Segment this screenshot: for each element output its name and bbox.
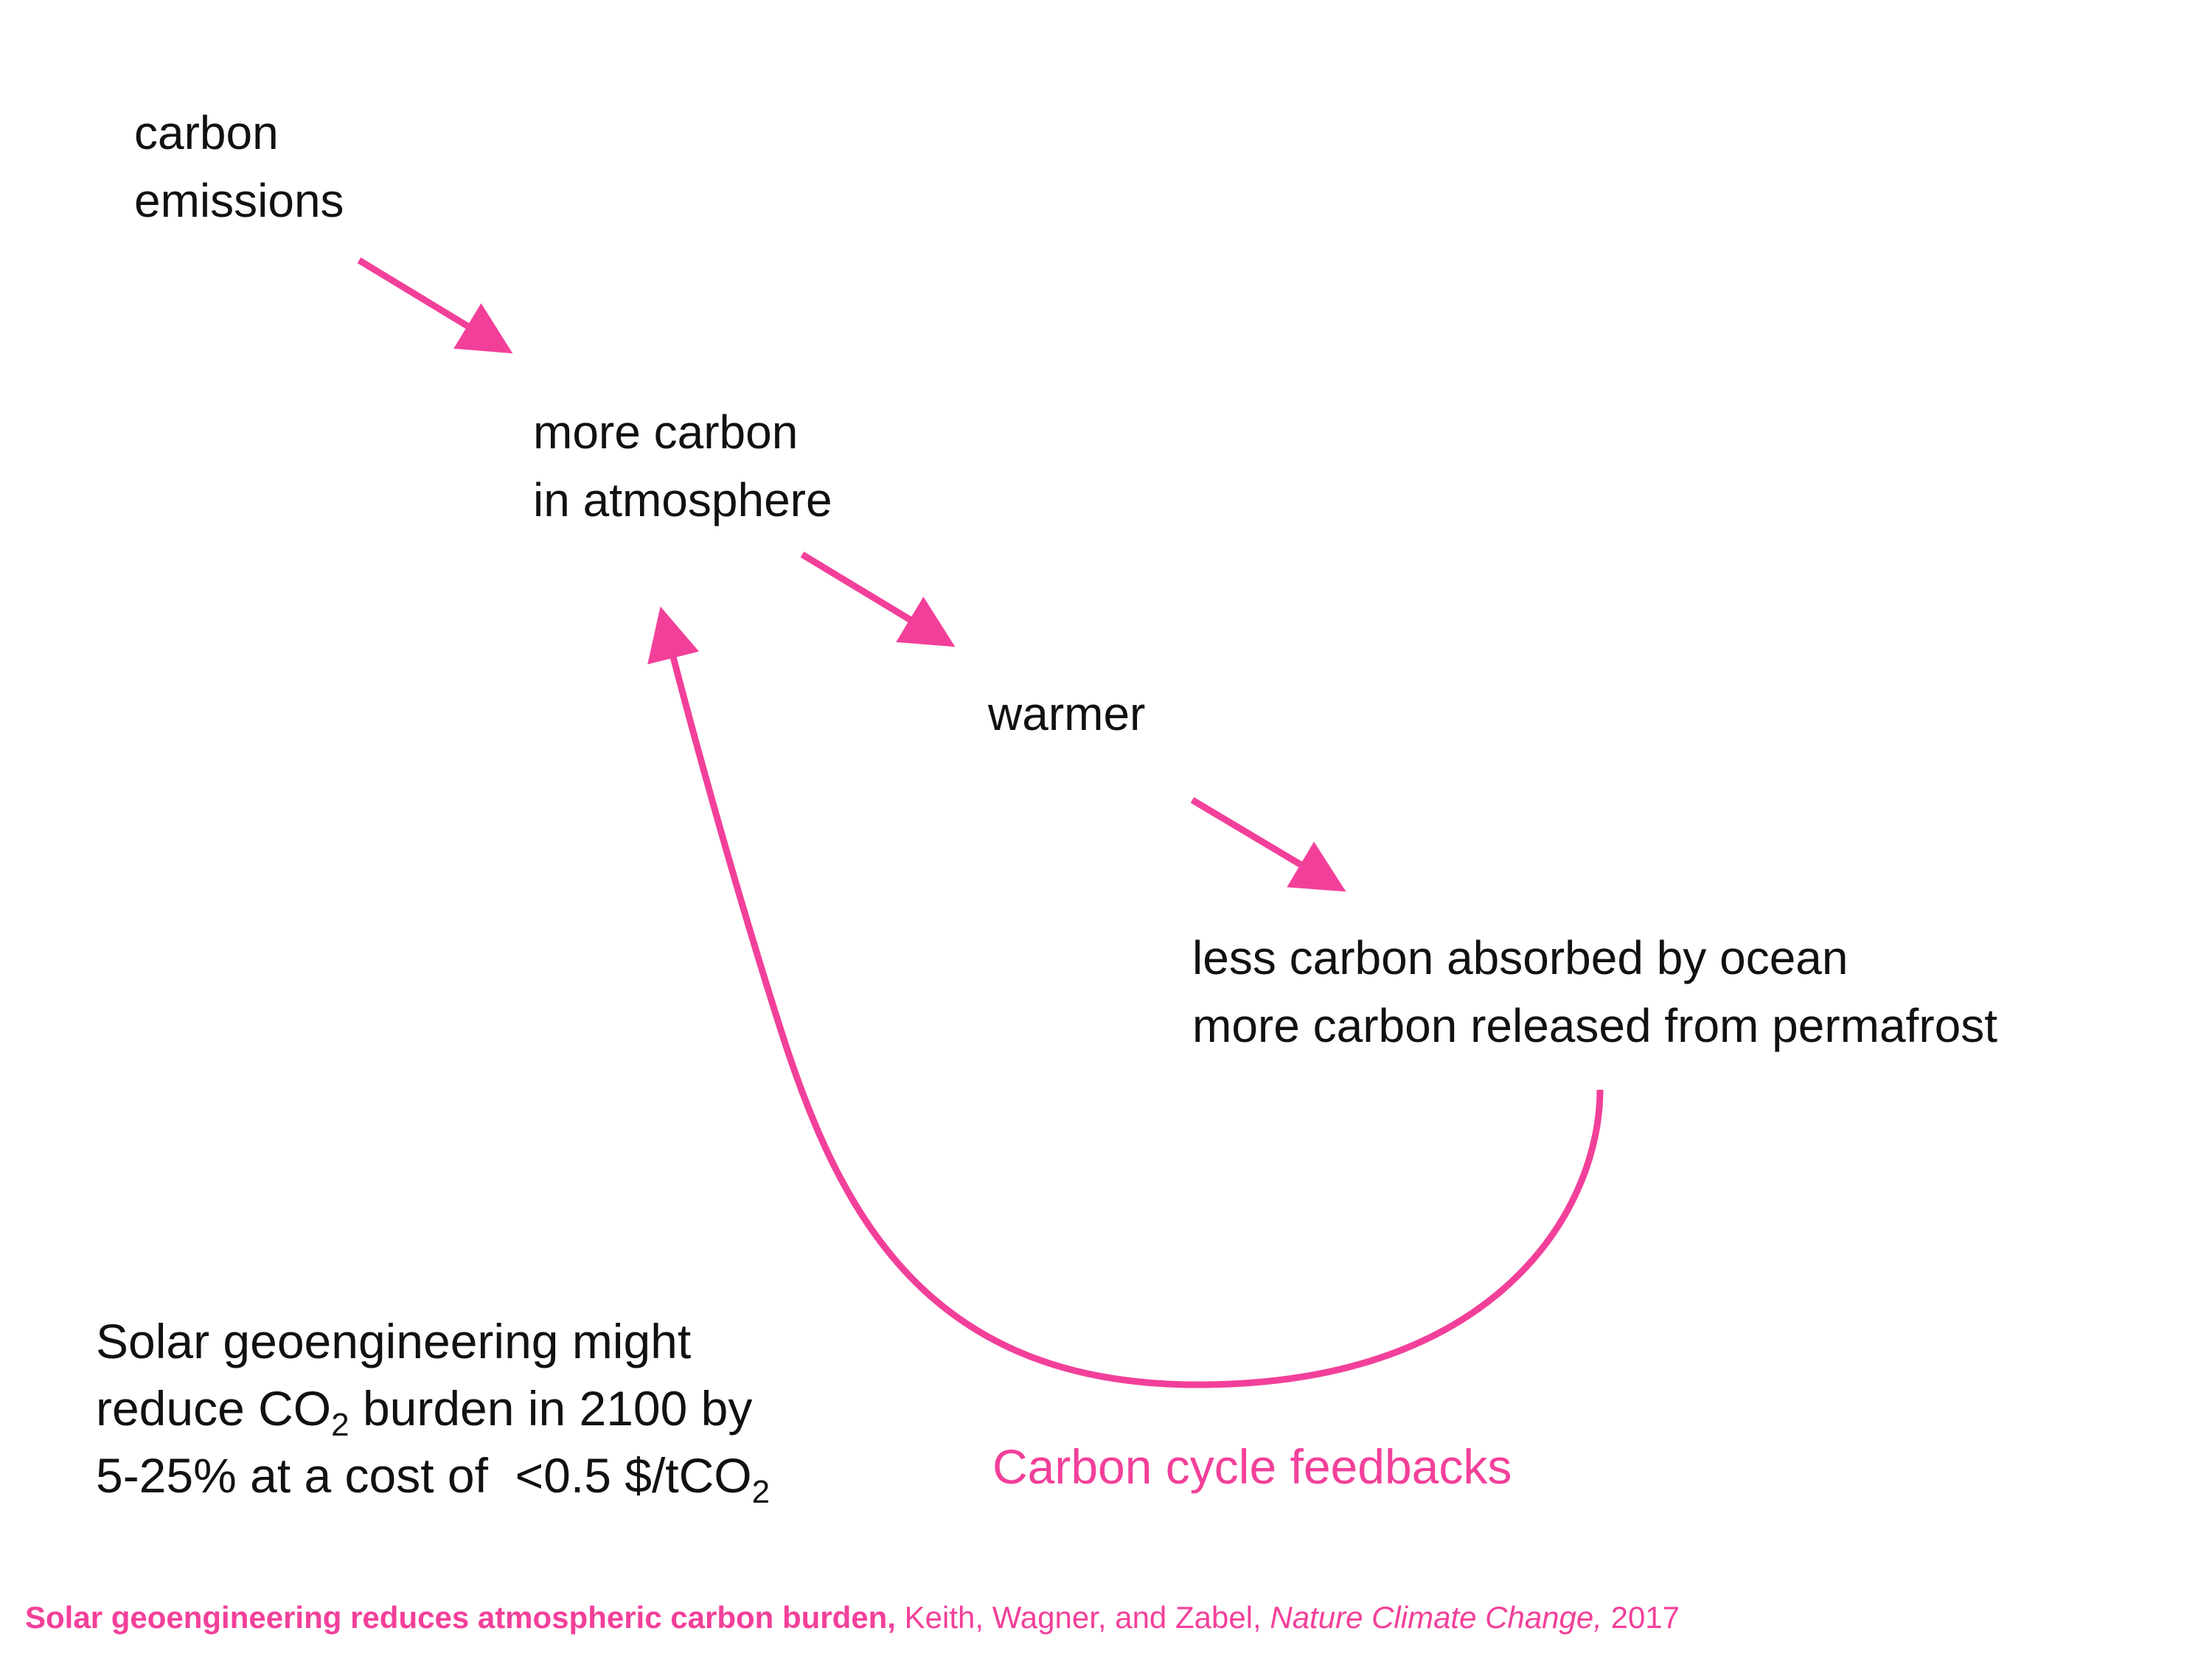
node-effects-line-1: less carbon absorbed by ocean [1192, 931, 1848, 984]
arrow-warmer-to-effects [1190, 797, 1346, 892]
estimate-line-2-text-end: burden in 2100 by [349, 1381, 753, 1436]
node-atmosphere-line-1: more carbon [533, 406, 799, 459]
estimate-line-3-text: 5-25% at a cost of <0.5 $/tCO [96, 1448, 752, 1503]
citation: Solar geoengineering reduces atmospheric… [25, 1596, 1680, 1640]
citation-title: Solar geoengineering reduces atmospheric… [25, 1600, 896, 1635]
arrow-atmosphere-to-warmer [800, 552, 956, 647]
node-carbon-emissions-line-2: emissions [134, 174, 344, 227]
estimate-line-1: Solar geoengineering might [96, 1314, 692, 1368]
citation-journal: Nature Climate Change, [1270, 1600, 1602, 1635]
arrow-emissions-to-atmosphere [357, 257, 513, 354]
node-feedback-effects: less carbon absorbed by ocean more carbo… [1192, 924, 1997, 1060]
tco2-subscript: 2 [751, 1474, 771, 1510]
estimate-line-2-text: reduce CO [96, 1381, 332, 1436]
citation-year: 2017 [1601, 1600, 1680, 1635]
citation-authors: Keith, Wagner, and Zabel, [895, 1600, 1270, 1635]
node-atmosphere-line-2: in atmosphere [533, 473, 832, 526]
estimate-line-3: 5-25% at a cost of <0.5 $/tCO2 [96, 1442, 770, 1509]
node-carbon-emissions: carbon emissions [134, 99, 344, 234]
feedback-loop-arrow [647, 606, 1604, 1388]
node-warmer: warmer [988, 680, 1145, 748]
co2-subscript: 2 [331, 1407, 349, 1443]
node-more-carbon-in-atmosphere: more carbon in atmosphere [533, 398, 832, 534]
solar-geoengineering-estimate: Solar geoengineering might reduce CO2 bu… [96, 1308, 770, 1509]
node-effects-line-2: more carbon released from permafrost [1192, 999, 1997, 1052]
node-warmer-line-1: warmer [988, 687, 1146, 740]
carbon-cycle-feedbacks-label: Carbon cycle feedbacks [992, 1439, 1512, 1494]
estimate-line-2: reduce CO2 burden in 2100 by [96, 1375, 770, 1442]
node-carbon-emissions-line-1: carbon [134, 106, 279, 159]
